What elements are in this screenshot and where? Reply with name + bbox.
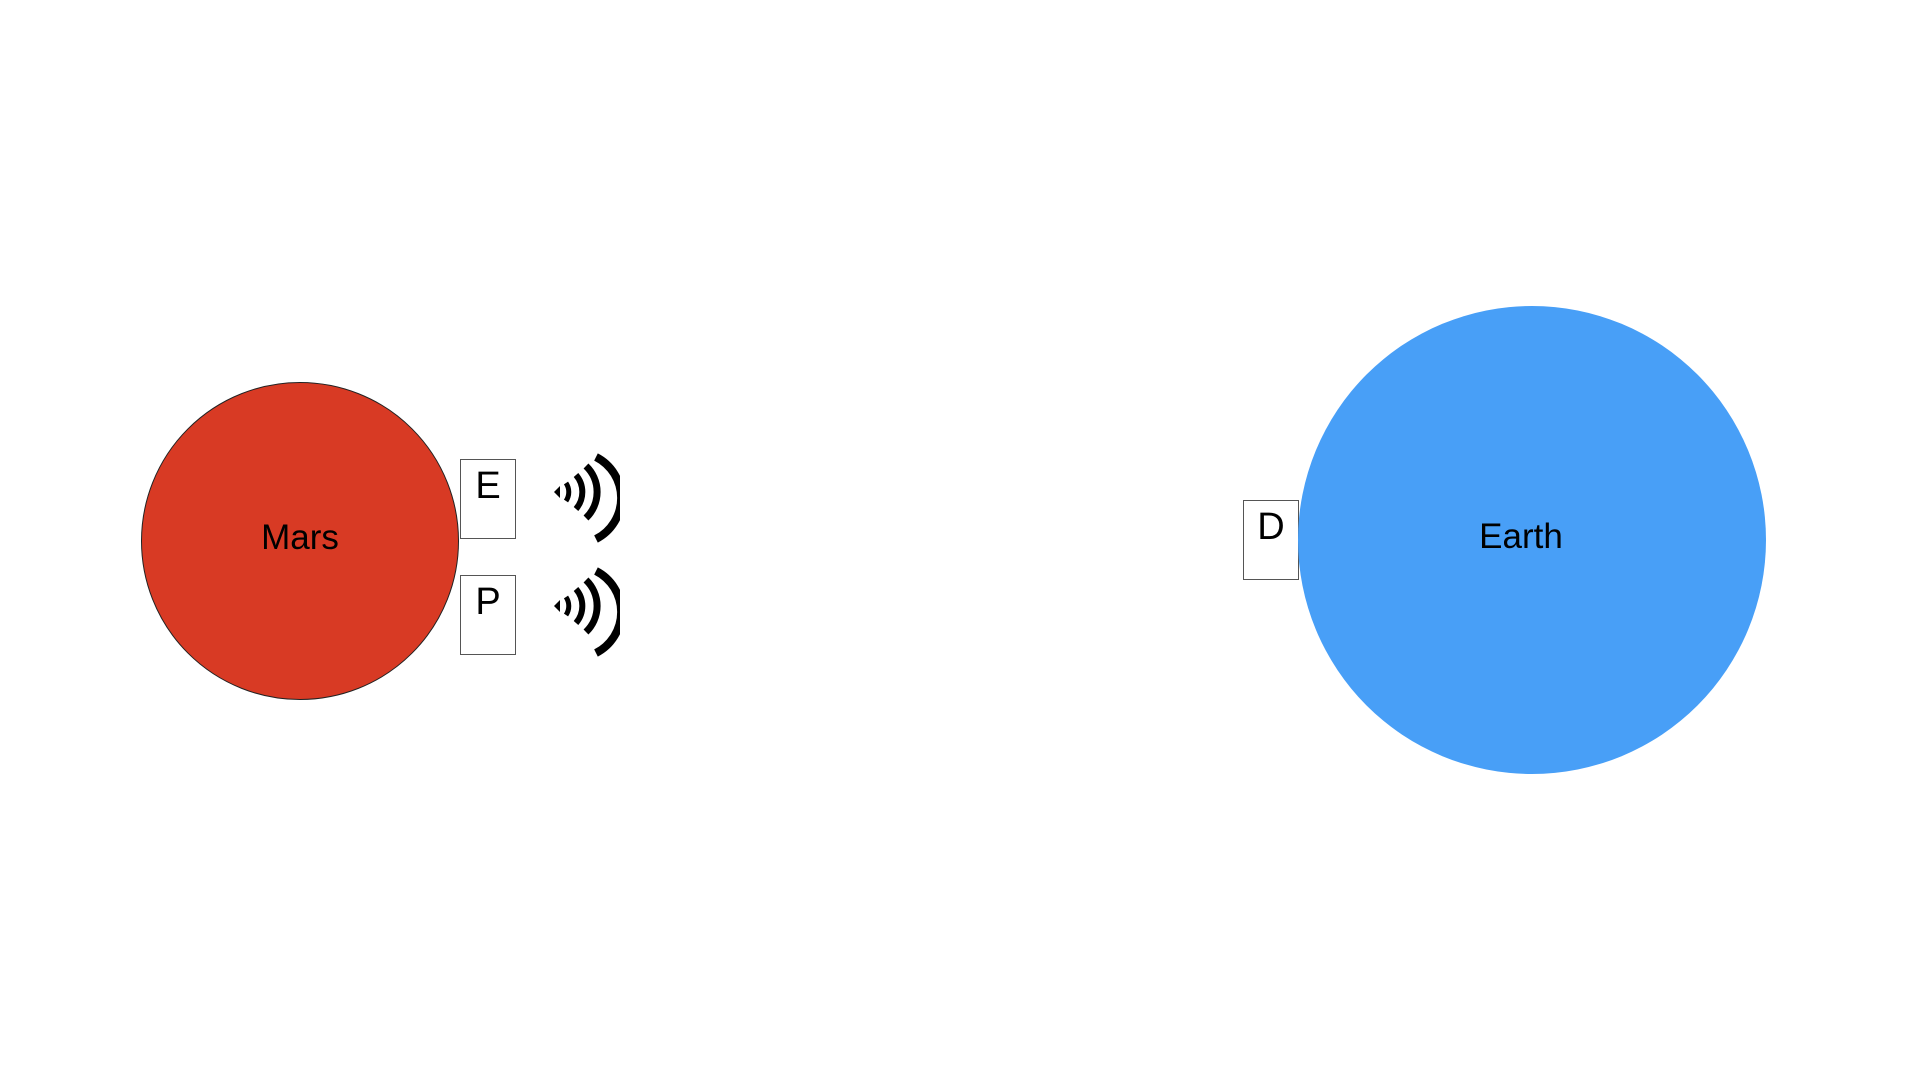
device-p-box: P	[460, 575, 516, 655]
device-e-label: E	[475, 465, 501, 507]
earth-planet: Earth	[1298, 306, 1766, 774]
mars-label: Mars	[261, 517, 339, 557]
mars-planet: Mars	[141, 382, 459, 700]
device-d-box: D	[1243, 500, 1299, 580]
wireless-signal-icon	[554, 453, 620, 543]
device-d-label: D	[1257, 506, 1285, 548]
wireless-signal-icon	[554, 567, 620, 657]
earth-label: Earth	[1479, 516, 1563, 556]
device-p-label: P	[475, 581, 501, 623]
device-e-box: E	[460, 459, 516, 539]
